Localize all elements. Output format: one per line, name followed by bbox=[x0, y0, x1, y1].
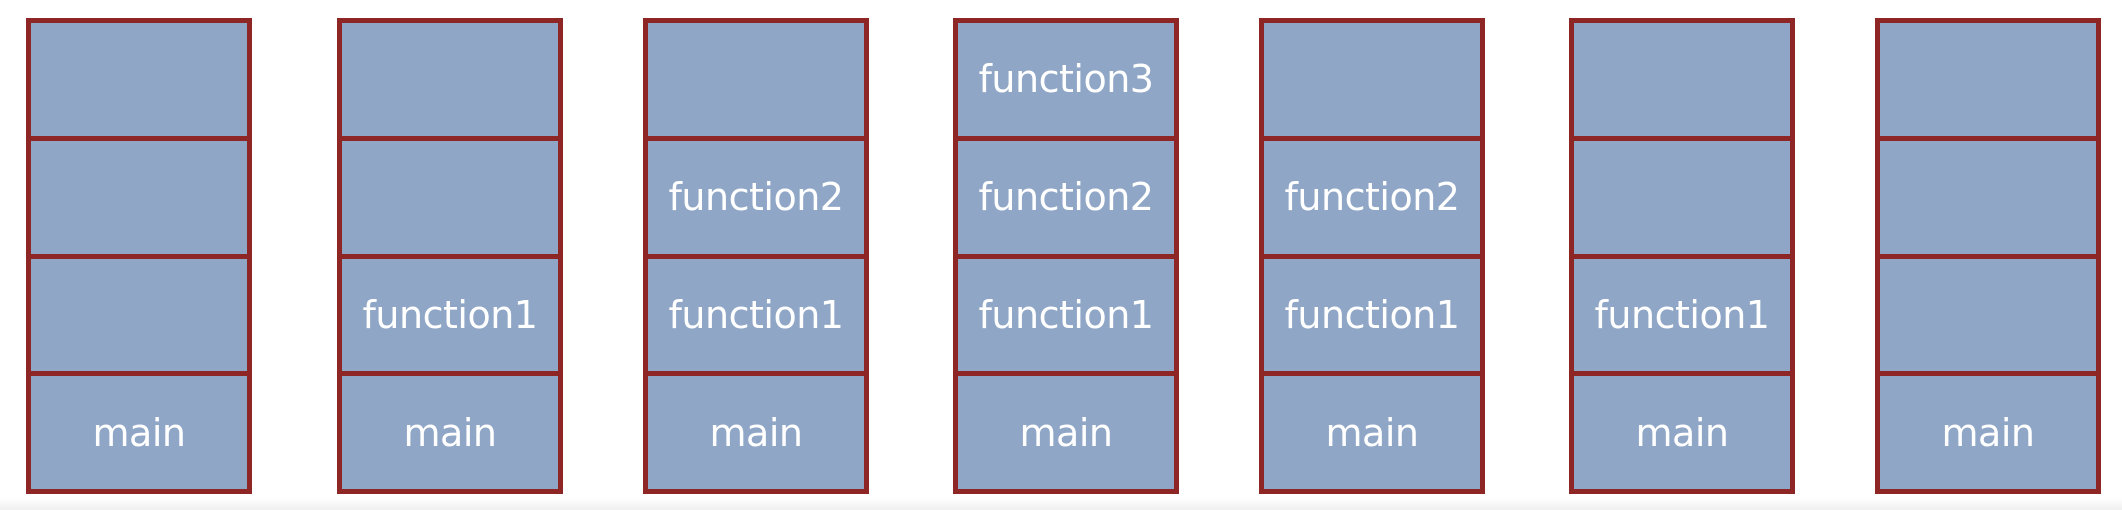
stack-frame-main: main bbox=[1574, 376, 1790, 489]
stack-frame-main: main bbox=[958, 376, 1174, 489]
stack-frame-slot-3 bbox=[31, 140, 247, 254]
stack-frame-slot-3 bbox=[1574, 140, 1790, 254]
stack-frame-function1: function1 bbox=[1264, 258, 1480, 372]
stack-frame-slot-2 bbox=[1880, 258, 2096, 372]
stack-frame-main: main bbox=[342, 376, 558, 489]
stack-frame-slot-4 bbox=[1264, 23, 1480, 136]
stack-frame-function2: function2 bbox=[958, 140, 1174, 254]
stack-frame-function1: function1 bbox=[958, 258, 1174, 372]
stack-frame-slot-3 bbox=[1880, 140, 2096, 254]
stack-frame-function1: function1 bbox=[1574, 258, 1790, 372]
call-stack-3: function2 function1 main bbox=[643, 18, 869, 494]
stack-frame-function1: function1 bbox=[342, 258, 558, 372]
stack-frame-slot-2 bbox=[31, 258, 247, 372]
call-stack-5: function2 function1 main bbox=[1259, 18, 1485, 494]
call-stack-2: function1 main bbox=[337, 18, 563, 494]
stack-frame-main: main bbox=[1264, 376, 1480, 489]
stack-frame-slot-4 bbox=[1574, 23, 1790, 136]
bottom-edge-shadow bbox=[0, 498, 2122, 510]
stack-frame-slot-3 bbox=[342, 140, 558, 254]
call-stack-4: function3 function2 function1 main bbox=[953, 18, 1179, 494]
stack-frame-slot-4 bbox=[31, 23, 247, 136]
stack-frame-slot-4 bbox=[648, 23, 864, 136]
stack-frame-function3: function3 bbox=[958, 23, 1174, 136]
stack-frame-main: main bbox=[1880, 376, 2096, 489]
stack-frame-function2: function2 bbox=[1264, 140, 1480, 254]
stack-frame-slot-4 bbox=[1880, 23, 2096, 136]
call-stack-1: main bbox=[26, 18, 252, 494]
call-stack-7: main bbox=[1875, 18, 2101, 494]
stack-frame-function1: function1 bbox=[648, 258, 864, 372]
stack-frame-main: main bbox=[648, 376, 864, 489]
stack-frame-function2: function2 bbox=[648, 140, 864, 254]
stack-frame-main: main bbox=[31, 376, 247, 489]
call-stack-6: function1 main bbox=[1569, 18, 1795, 494]
stack-frame-slot-4 bbox=[342, 23, 558, 136]
